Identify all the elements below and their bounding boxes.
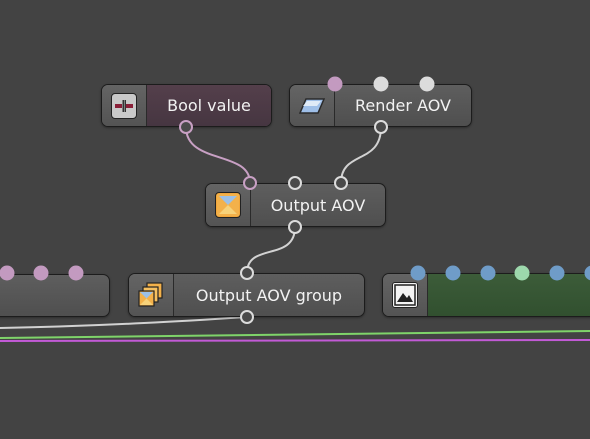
wire-bool-to-output [185,126,251,184]
node-left-partial-label [0,275,109,316]
node-right-partial-icon-cell [383,274,428,316]
wire-white-left [0,316,247,329]
node-bool-value-label: Bool value [147,85,271,126]
node-output-aov-group-icon-cell [129,274,174,316]
node-left-partial[interactable] [0,274,110,317]
render-aov-icon [298,97,326,114]
node-render-aov[interactable]: Render AOV [289,84,472,127]
wire-green [0,330,590,339]
node-render-aov-label: Render AOV [355,96,451,115]
node-output-aov[interactable]: Output AOV [205,183,386,227]
node-render-aov-icon-cell [290,85,335,126]
bool-switch-icon [111,92,137,119]
node-output-aov-label: Output AOV [270,195,366,215]
node-right-partial[interactable] [382,273,590,317]
wire-render-to-output [340,126,382,184]
node-bool-value[interactable]: Bool value [101,84,272,127]
output-aov-icon [215,192,241,218]
node-output-aov-icon-cell [206,184,251,226]
node-output-aov-group-label: Output AOV group [195,285,343,305]
node-bool-value-icon-cell [102,85,147,126]
wire-output-to-group [246,226,296,274]
node-output-aov-group[interactable]: Output AOV group [128,273,365,317]
image-icon [392,282,418,308]
wire-magenta [0,339,590,342]
node-right-partial-label [428,274,590,316]
output-aov-group-icon [138,282,163,307]
